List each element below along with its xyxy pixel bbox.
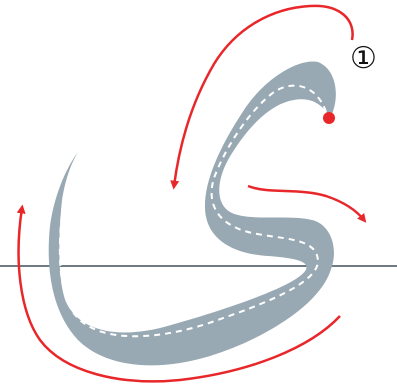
start-point-dot: [323, 112, 335, 124]
stroke-guide-dashed-line: [58, 84, 327, 338]
letter-stroke-shape: [48, 61, 336, 366]
arrow-middle-curve: [247, 184, 367, 223]
step-number-label: ①: [350, 41, 377, 76]
arrow-bottom-curve: [16, 204, 341, 383]
arrow-top-curve: [170, 4, 354, 190]
